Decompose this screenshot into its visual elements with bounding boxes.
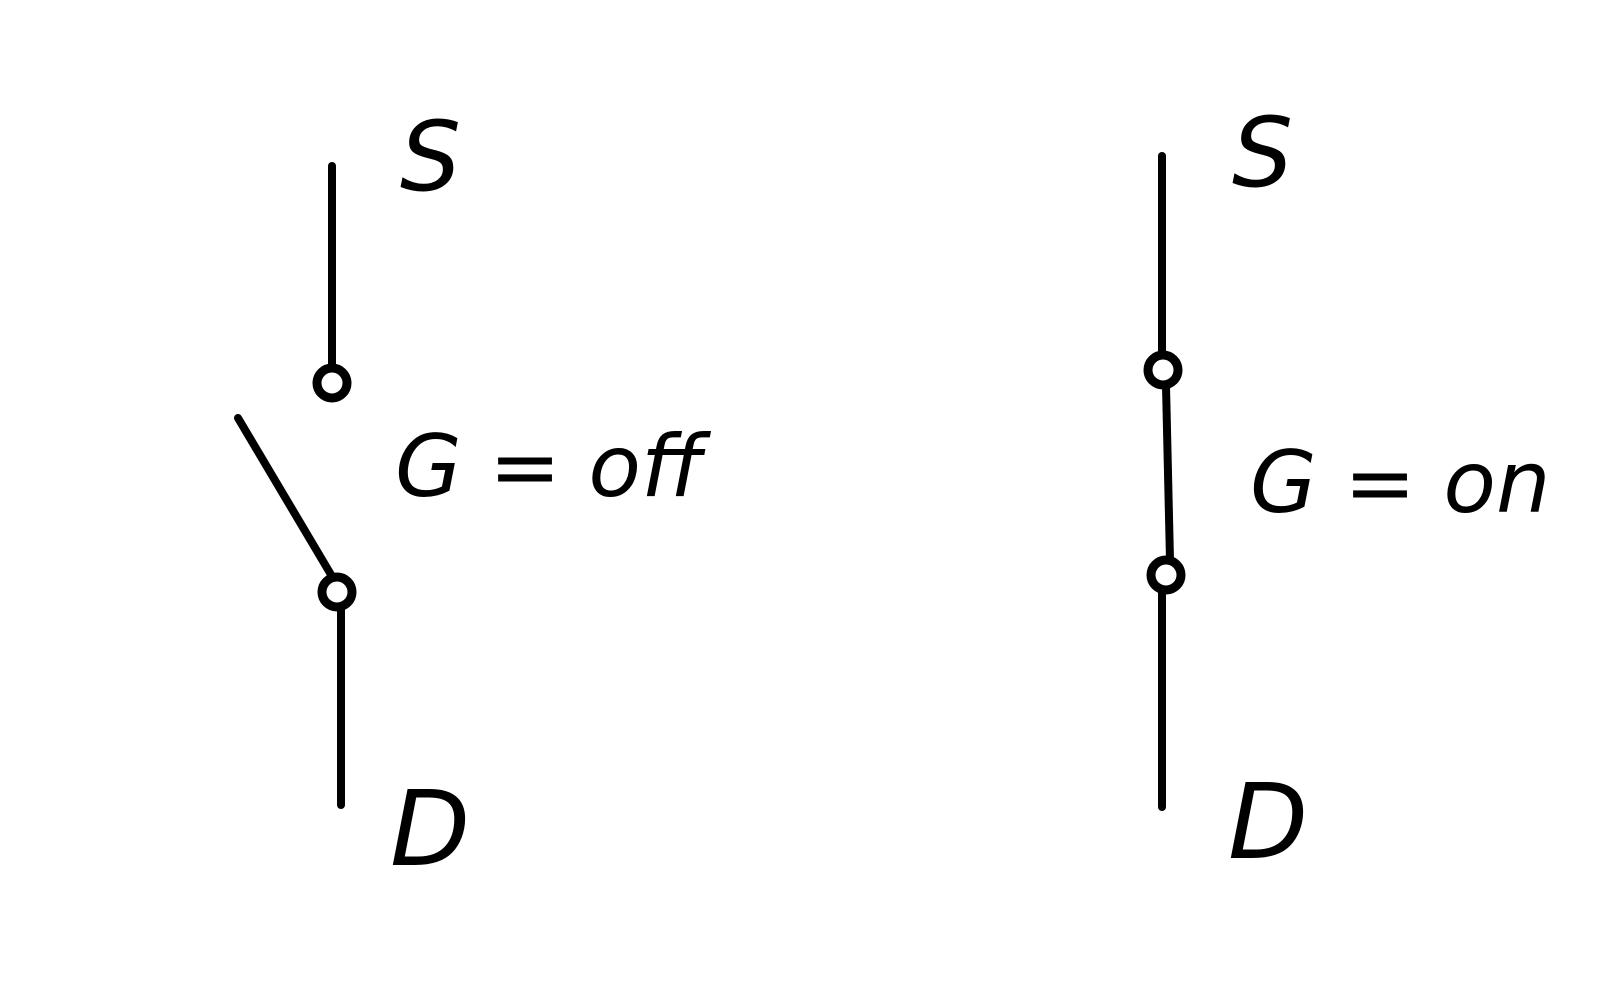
switch-on-drain-label: D xyxy=(1228,761,1308,883)
switch-off-drain-contact xyxy=(317,572,357,612)
switch-on-source-contact xyxy=(1143,350,1183,390)
switch-off-source-contact xyxy=(312,363,352,403)
switch-off-open-blade xyxy=(234,414,337,582)
switch-off: S G = off D xyxy=(234,101,712,890)
switch-on: S G = on D xyxy=(1143,97,1551,883)
switch-off-drain-label: D xyxy=(390,768,470,890)
switch-off-gate-state: G = off xyxy=(395,417,712,517)
switch-on-drain-contact xyxy=(1146,555,1186,595)
switch-on-source-label: S xyxy=(1232,97,1293,209)
switch-off-source-label: S xyxy=(400,101,461,213)
switch-on-closed-blade xyxy=(1162,382,1174,564)
switch-on-gate-state: G = on xyxy=(1250,433,1551,533)
